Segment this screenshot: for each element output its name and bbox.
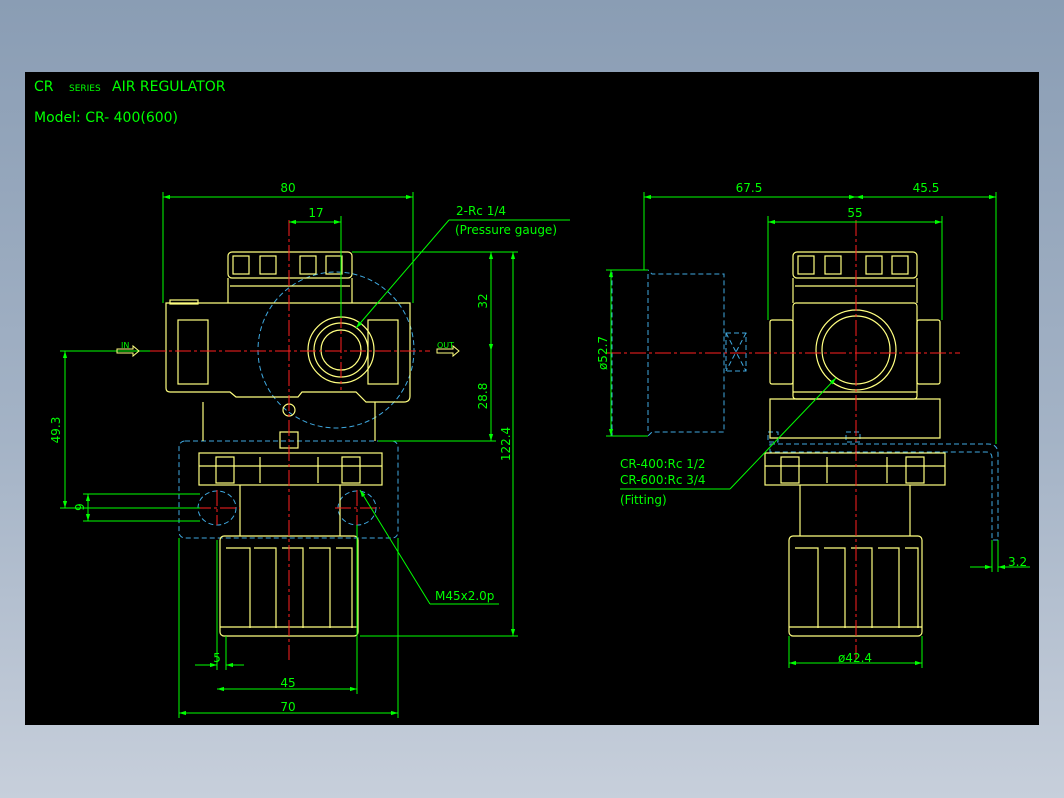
dim-70-label: 70 [280,700,295,714]
thread-label: M45x2.0p [435,589,494,603]
gauge-port-note: (Pressure gauge) [455,223,557,237]
title-series-word: SERIES [69,84,101,94]
side-view: 67.5 45.5 55 ø52.7 ø42.4 3.2 CR-400:Rc 1… [596,181,1030,668]
cad-drawing-viewport: CR SERIES AIR REGULATOR Model: CR- 400(6… [25,72,1039,725]
dim-80-label: 80 [280,181,295,195]
port-in-label: IN [121,341,129,350]
front-dimension-texts: 80 17 32 28.8 122.4 49.3 9 5 45 70 IN OU… [49,181,557,714]
dim-28-8-label: 28.8 [476,383,490,410]
dim-122-4-label: 122.4 [499,427,513,461]
fitting-line1: CR-400:Rc 1/2 [620,457,706,471]
dim-5-label: 5 [213,651,221,665]
cad-drawing: CR SERIES AIR REGULATOR Model: CR- 400(6… [34,79,1030,718]
gauge-port-label: 2-Rc 1/4 [456,204,506,218]
side-dimension-lines [606,192,1030,668]
side-centerlines [605,220,960,660]
title-block: CR SERIES AIR REGULATOR Model: CR- 400(6… [34,79,226,126]
dim-55-label: 55 [847,206,862,220]
dim-17-label: 17 [308,206,323,220]
dim-67-5-label: 67.5 [736,181,763,195]
title-series-prefix: CR [34,79,54,95]
dim-45-label: 45 [280,676,295,690]
front-view: 80 17 32 28.8 122.4 49.3 9 5 45 70 IN OU… [49,181,570,718]
dim-9-label: 9 [73,503,87,511]
dim-32-label: 32 [476,293,490,308]
fitting-note: (Fitting) [620,493,667,507]
title-product-name: AIR REGULATOR [112,79,226,95]
dim-49-3-label: 49.3 [49,417,63,444]
front-hidden-lines [178,271,415,539]
side-dimension-texts: 67.5 45.5 55 ø52.7 ø42.4 3.2 CR-400:Rc 1… [596,181,1027,665]
front-dimension-lines [60,192,570,718]
side-hidden-lines [611,269,999,541]
fitting-line2: CR-600:Rc 3/4 [620,473,706,487]
dim-3-2-label: 3.2 [1008,555,1027,569]
port-out-label: OUT [437,341,454,350]
title-model: Model: CR- 400(600) [34,110,178,126]
dim-45-5-label: 45.5 [913,181,940,195]
dim-dia-52-7-label: ø52.7 [596,336,610,370]
front-outline [165,251,411,637]
dim-dia-42-4-label: ø42.4 [838,651,872,665]
front-centerlines [150,220,430,660]
